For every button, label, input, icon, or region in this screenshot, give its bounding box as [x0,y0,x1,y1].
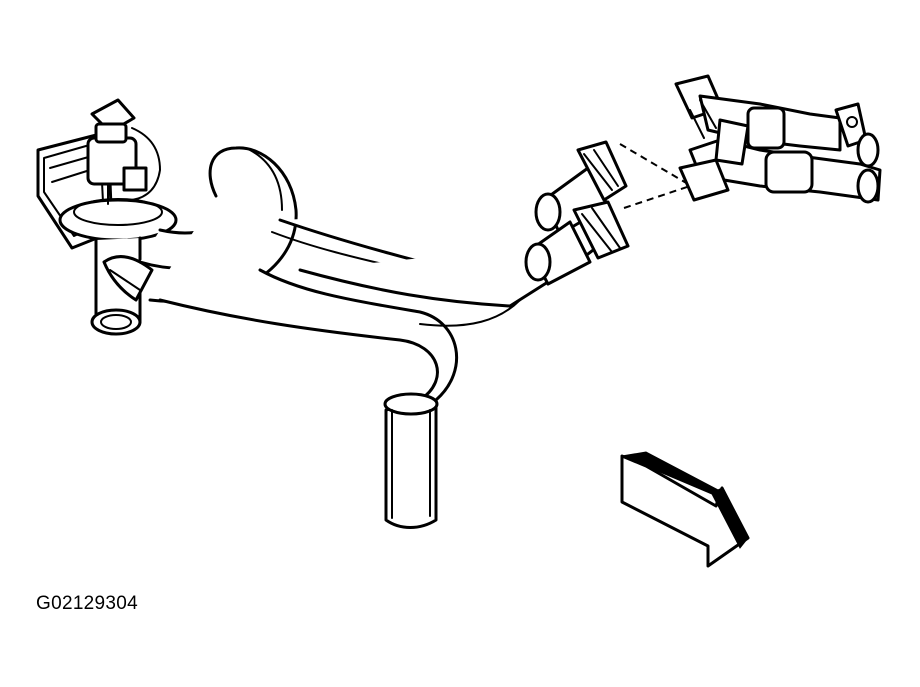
figure-code-label: G02129304 [36,593,139,614]
heater-core-pipe-fitting [524,140,630,286]
front-of-vehicle-arrow [620,451,750,568]
connection-guide-lines [619,143,691,209]
hose-clamp [102,255,154,302]
heater-inlet-hose [138,146,298,303]
engine-coolant-tube [674,74,882,204]
vacuum-actuator [86,98,161,205]
